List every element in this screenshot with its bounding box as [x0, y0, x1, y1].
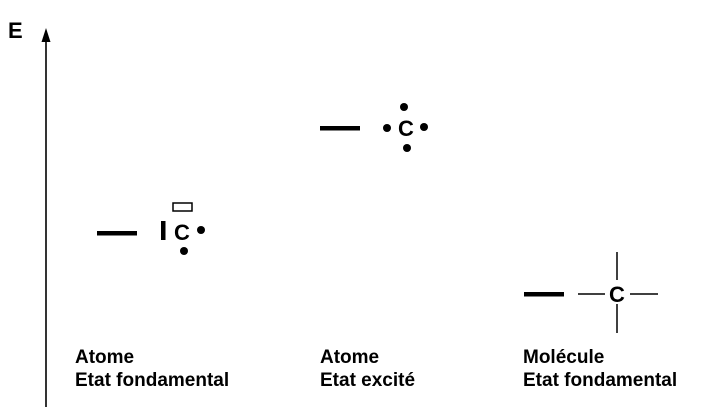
state-caption-line2: Etat fondamental	[523, 370, 677, 391]
single-electron-dot	[420, 123, 428, 131]
single-electron-dot	[383, 124, 391, 132]
electron-pair-bar	[161, 221, 166, 240]
carbon-symbol: C	[174, 220, 190, 245]
state-molecule-ground: C Molécule Etat fondamental	[523, 252, 677, 391]
state-caption-line1: Atome	[320, 347, 379, 368]
single-electron-dot	[403, 144, 411, 152]
single-electron-dot	[180, 247, 188, 255]
energy-axis-label: E	[8, 18, 23, 43]
single-electron-dot	[400, 103, 408, 111]
energy-axis: E	[8, 18, 51, 407]
carbon-symbol: C	[609, 282, 625, 307]
energy-axis-arrowhead	[41, 28, 51, 42]
energy-level-bar	[524, 292, 564, 297]
energy-level-bar	[97, 231, 137, 236]
state-atom-ground: C Atome Etat fondamental	[75, 202, 229, 391]
carbon-symbol: C	[398, 116, 414, 141]
state-caption-line2: Etat fondamental	[75, 370, 229, 391]
state-caption-line1: Atome	[75, 347, 134, 368]
empty-orbital-box	[172, 202, 193, 212]
state-atom-excited: C Atome Etat excité	[320, 103, 428, 391]
energy-level-bar	[320, 126, 360, 131]
state-caption-line2: Etat excité	[320, 370, 415, 391]
state-caption-line1: Molécule	[523, 347, 604, 368]
single-electron-dot	[197, 226, 205, 234]
